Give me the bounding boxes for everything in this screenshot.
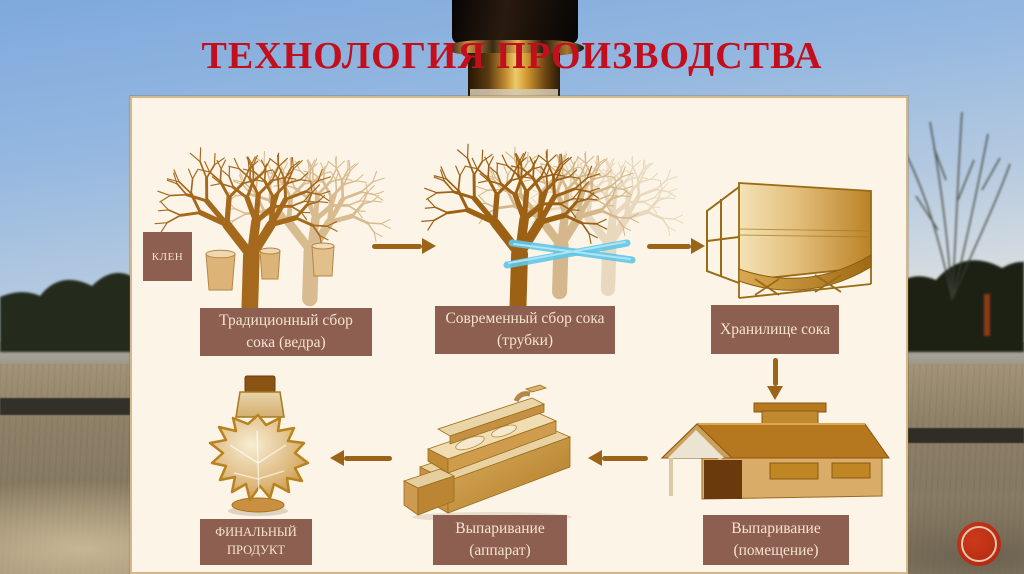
step-label-evaporation-apparatus: Выпаривание (аппарат) [433, 515, 567, 565]
step-label-modern-collection: Современный сбор сока (трубки) [435, 306, 615, 354]
step-label-final-product: ФИНАЛЬНЫЙ ПРОДУКТ [200, 519, 312, 565]
collection-tubes [503, 239, 636, 269]
flow-arrow-1-right [372, 238, 436, 254]
diagram-panel: КЛЕН [130, 96, 908, 574]
logo-badge [957, 522, 1001, 566]
flow-arrow-4-left [588, 450, 648, 466]
photo-bottle-cap [452, 0, 578, 44]
background-dark-strip-left [0, 398, 138, 415]
photo-bottle-cap-rim [446, 40, 584, 56]
maple-bottle-illustration [208, 375, 310, 516]
evaporator-illustration [402, 384, 572, 522]
step-label-evaporation-room: Выпаривание (помещение) [703, 515, 849, 565]
trees-tubing-illustration [412, 104, 687, 311]
storage-tank-illustration [706, 182, 872, 299]
sugarhouse-illustration [660, 402, 890, 500]
slide-title: ТЕХНОЛОГИЯ ПРОИЗВОДСТВА [201, 35, 823, 77]
step-label-sap-storage: Хранилище сока [711, 305, 839, 354]
flow-arrow-3-down [767, 358, 783, 400]
sap-buckets [205, 242, 335, 291]
background-dark-strip-right [900, 428, 1024, 443]
photo-bottle-label-band [470, 89, 558, 98]
step-label-traditional-collection: Традиционный сбор сока (ведра) [200, 308, 372, 356]
trees-buckets-illustration [144, 106, 396, 311]
maple-tag: КЛЕН [143, 232, 192, 281]
flow-arrow-5-left [330, 450, 392, 466]
flow-arrow-2-right [647, 238, 705, 254]
